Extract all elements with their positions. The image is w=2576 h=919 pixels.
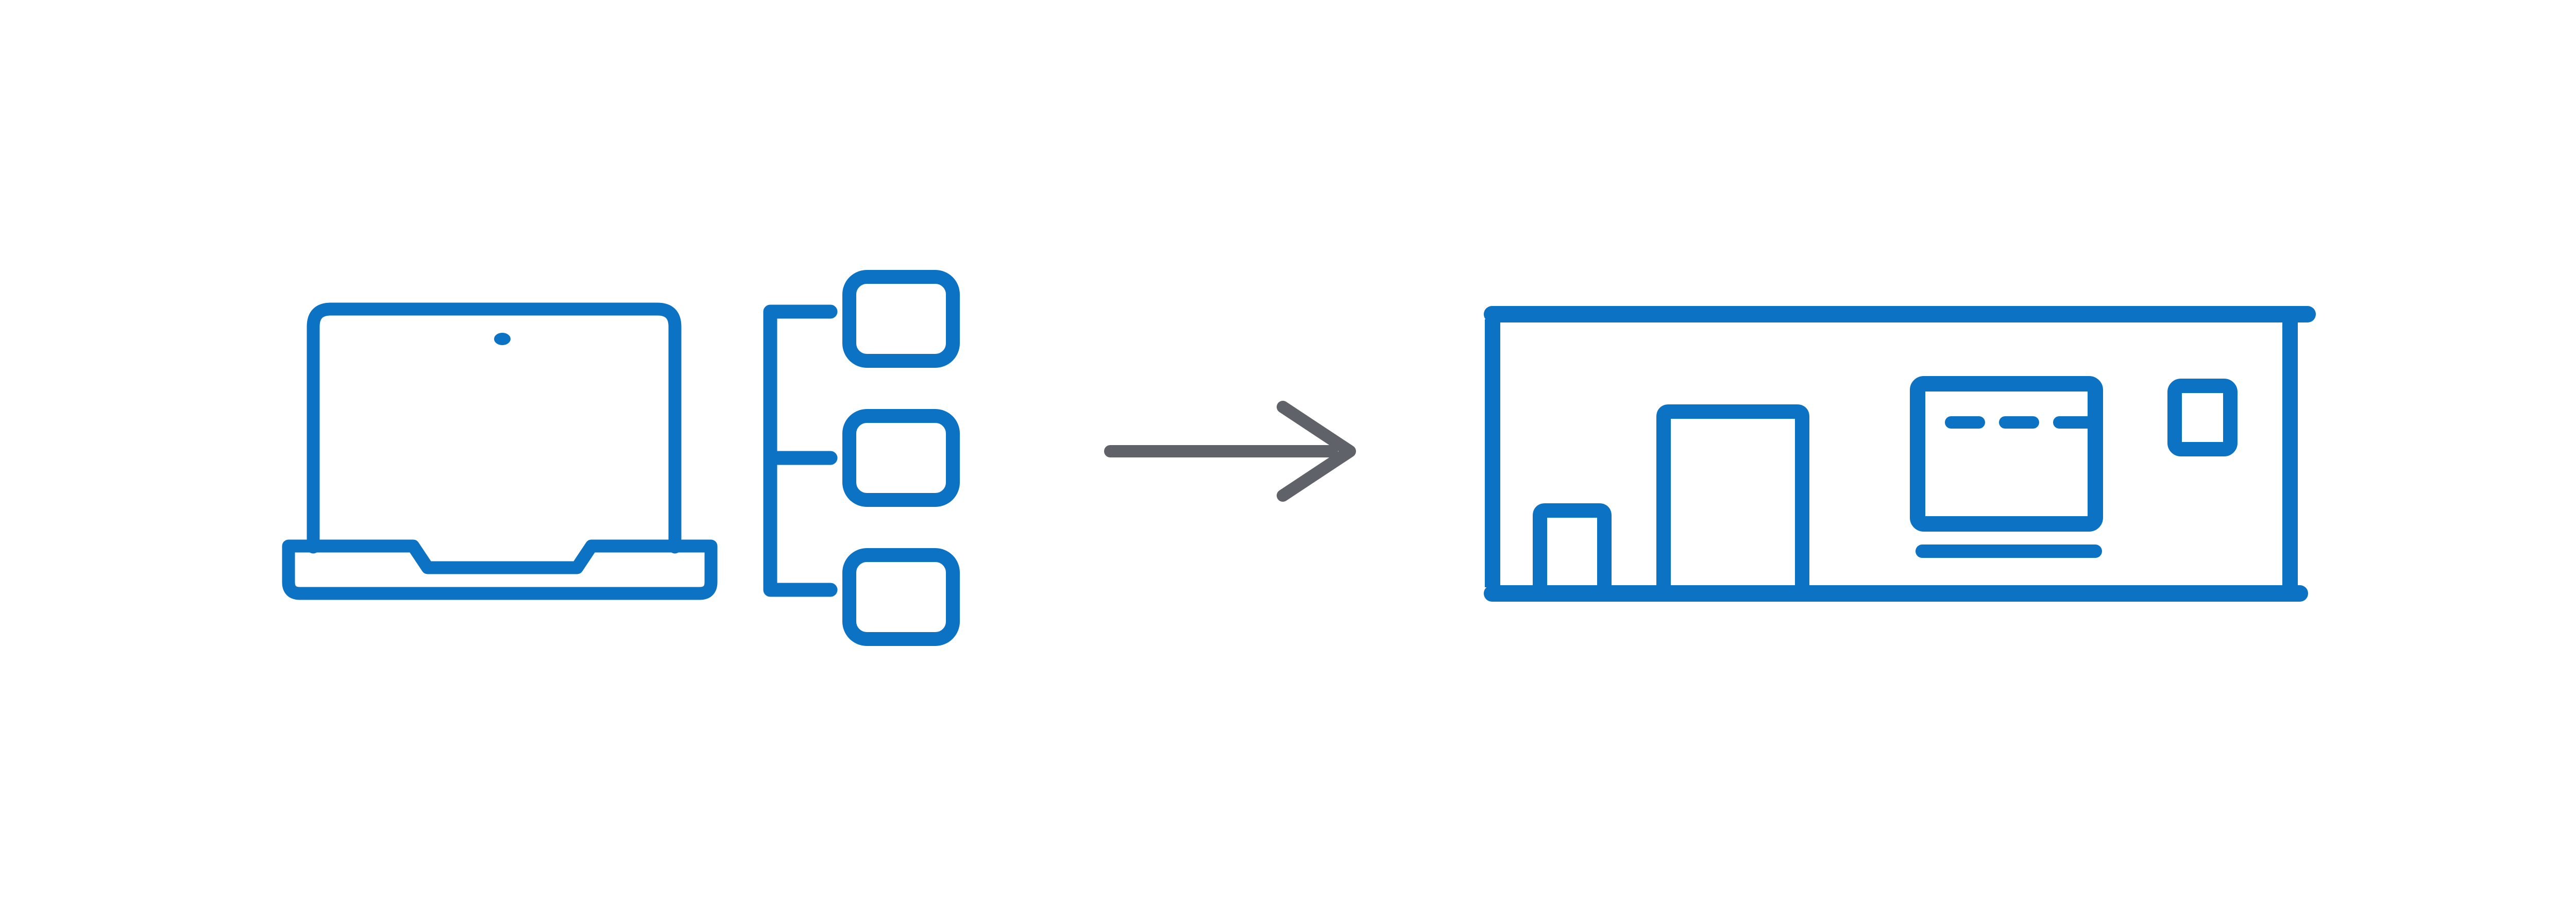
- data-center-building-icon: [1484, 306, 2316, 602]
- building-left-wall: [1485, 319, 1500, 587]
- laptop-icon: [282, 302, 718, 600]
- laptop-base-with-trackpad-notch: [282, 539, 718, 600]
- hierarchy-node-middle: [842, 409, 960, 507]
- display-panel-dash-2: [1999, 416, 2039, 429]
- display-panel-outline: [1910, 376, 2103, 532]
- building-roof-bar: [1484, 306, 2316, 322]
- server-rack-short: [1533, 503, 1612, 595]
- server-rack-tall: [1656, 404, 1809, 595]
- hierarchy-node-bottom: [842, 548, 960, 646]
- building-right-wall: [2282, 319, 2298, 587]
- building-floor-bar: [1484, 585, 2308, 602]
- display-panel-dash-1: [1945, 416, 1985, 429]
- laptop-camera-dot: [494, 333, 511, 345]
- display-panel-dash-3: [2053, 416, 2093, 429]
- side-cabinet-box: [2167, 379, 2238, 456]
- hierarchy-tree-icon: [763, 270, 960, 646]
- hierarchy-connector-lines: [763, 304, 838, 597]
- hierarchy-node-top: [842, 270, 960, 368]
- right-arrow-icon: [1104, 401, 1356, 502]
- display-panel-underline-bar: [1916, 544, 2102, 558]
- laptop-screen-outline: [307, 302, 682, 554]
- arrow-head: [1277, 401, 1356, 502]
